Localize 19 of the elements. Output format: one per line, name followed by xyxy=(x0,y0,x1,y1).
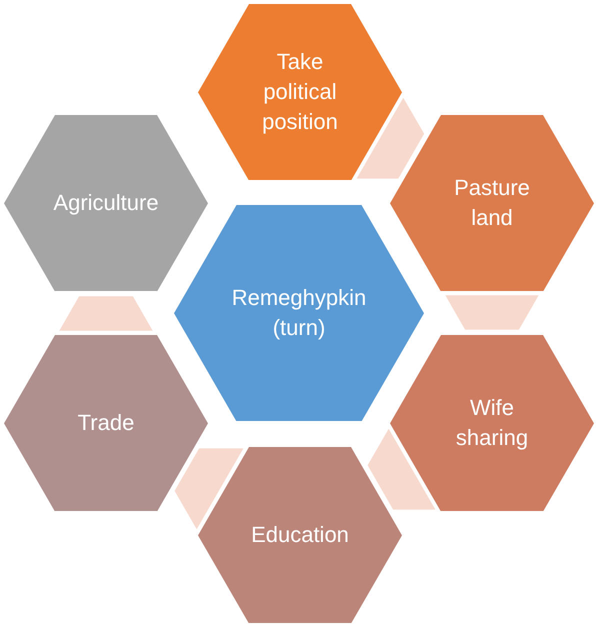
hexagon xyxy=(174,204,424,422)
node-label: Agriculture xyxy=(52,188,160,217)
connector-band xyxy=(174,448,244,530)
node-label: Take political position xyxy=(261,48,339,136)
node-label: Trade xyxy=(76,408,136,437)
connector-band xyxy=(356,98,424,179)
hexagon xyxy=(198,4,402,180)
node-label: Wife sharing xyxy=(454,394,530,452)
node-label: Pasture land xyxy=(453,174,531,232)
connector-band xyxy=(59,296,153,331)
hexagon xyxy=(390,334,594,512)
hexagon xyxy=(4,334,208,512)
node-label: Education xyxy=(250,520,350,549)
connector-band xyxy=(445,295,539,330)
hexagon xyxy=(198,446,402,624)
connector-band xyxy=(368,428,436,510)
node-label: Remeghypkin (turn) xyxy=(230,284,368,342)
hexagon xyxy=(4,114,208,292)
hexagon xyxy=(390,114,594,292)
